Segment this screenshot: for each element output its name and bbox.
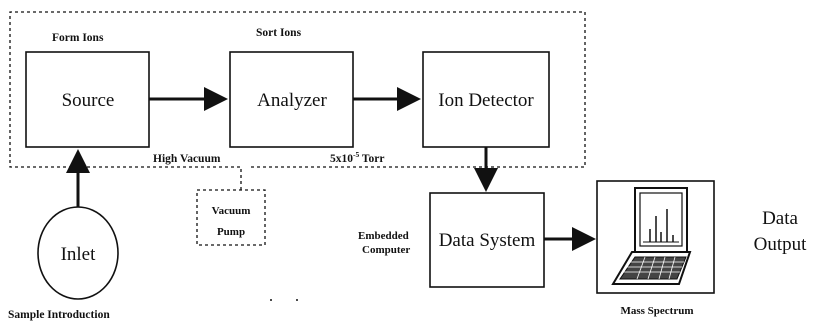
- sample-introduction-label: Sample Introduction: [8, 309, 110, 321]
- vacuum-label: Vacuum: [212, 205, 251, 217]
- form-ions-label: Form Ions: [52, 32, 104, 44]
- vacuum-enclosure: [9, 11, 586, 190]
- high-vacuum-label: High Vacuum: [153, 153, 221, 165]
- analyzer-box: [229, 51, 354, 148]
- inlet-label: Inlet: [61, 244, 97, 265]
- data-label: Data: [762, 208, 798, 229]
- laptop-with-spectrum-icon: [611, 187, 692, 285]
- source-label: Source: [62, 90, 115, 111]
- sort-ions-label: Sort Ions: [256, 27, 302, 39]
- inlet-circle: [37, 206, 119, 300]
- embedded-label: Embedded: [358, 230, 409, 242]
- ion-detector-label: Ion Detector: [438, 90, 534, 111]
- analyzer-label: Analyzer: [257, 90, 327, 111]
- vacuum-pump-box: [196, 189, 266, 246]
- stray-dot: [296, 299, 298, 301]
- mass-spectrum-label: Mass Spectrum: [620, 305, 693, 317]
- computer-label: Computer: [362, 244, 410, 256]
- output-label: Output: [754, 234, 808, 255]
- data-system-label: Data System: [439, 230, 536, 251]
- pump-label: Pump: [217, 226, 245, 238]
- stray-dot: [270, 299, 272, 301]
- pressure-label: 5x10-5 Torr: [330, 150, 385, 165]
- data-system-box: [429, 192, 545, 288]
